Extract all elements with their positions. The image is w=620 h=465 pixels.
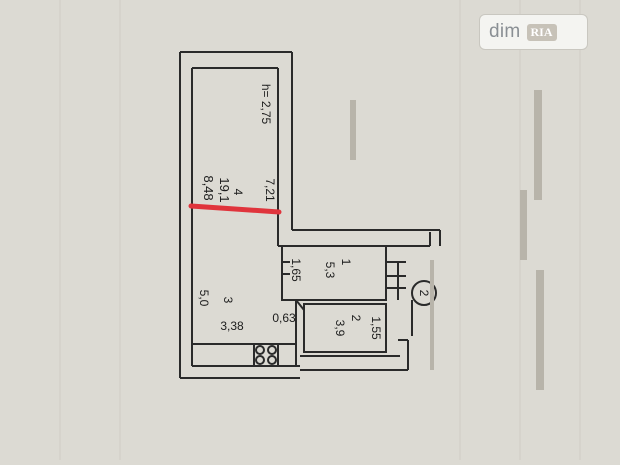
room3-dim-b: 0,63: [272, 311, 296, 325]
watermark-ria: RIA: [526, 23, 557, 41]
walls: [179, 51, 441, 379]
watermark-brand: dim: [489, 21, 521, 42]
watermark-logo: dim RIA: [480, 15, 587, 49]
room4-length: 8,48: [201, 175, 216, 200]
room2-number: 2: [349, 315, 363, 322]
section-marker-number: 2: [417, 290, 431, 297]
room3-dim-a: 3,38: [220, 319, 244, 333]
room2-area: 3,9: [333, 320, 347, 337]
room2-dim: 1,55: [369, 316, 383, 340]
highlight-mark: [188, 203, 282, 215]
room3-number: 3: [221, 297, 235, 304]
section-marker-circle: [411, 280, 437, 306]
room4-area: 19,1: [217, 177, 232, 202]
height-label: h= 2,75: [259, 84, 273, 125]
paper-lines: [59, 0, 581, 460]
room4-width: 7,21: [263, 178, 277, 202]
room1-dim: 1,65: [289, 258, 303, 282]
room4-number: 4: [231, 189, 245, 196]
room3-area: 5,0: [197, 290, 211, 307]
room1-number: 1: [339, 259, 353, 266]
faded-side-text: [350, 90, 544, 390]
room1-area: 5,3: [323, 262, 337, 279]
